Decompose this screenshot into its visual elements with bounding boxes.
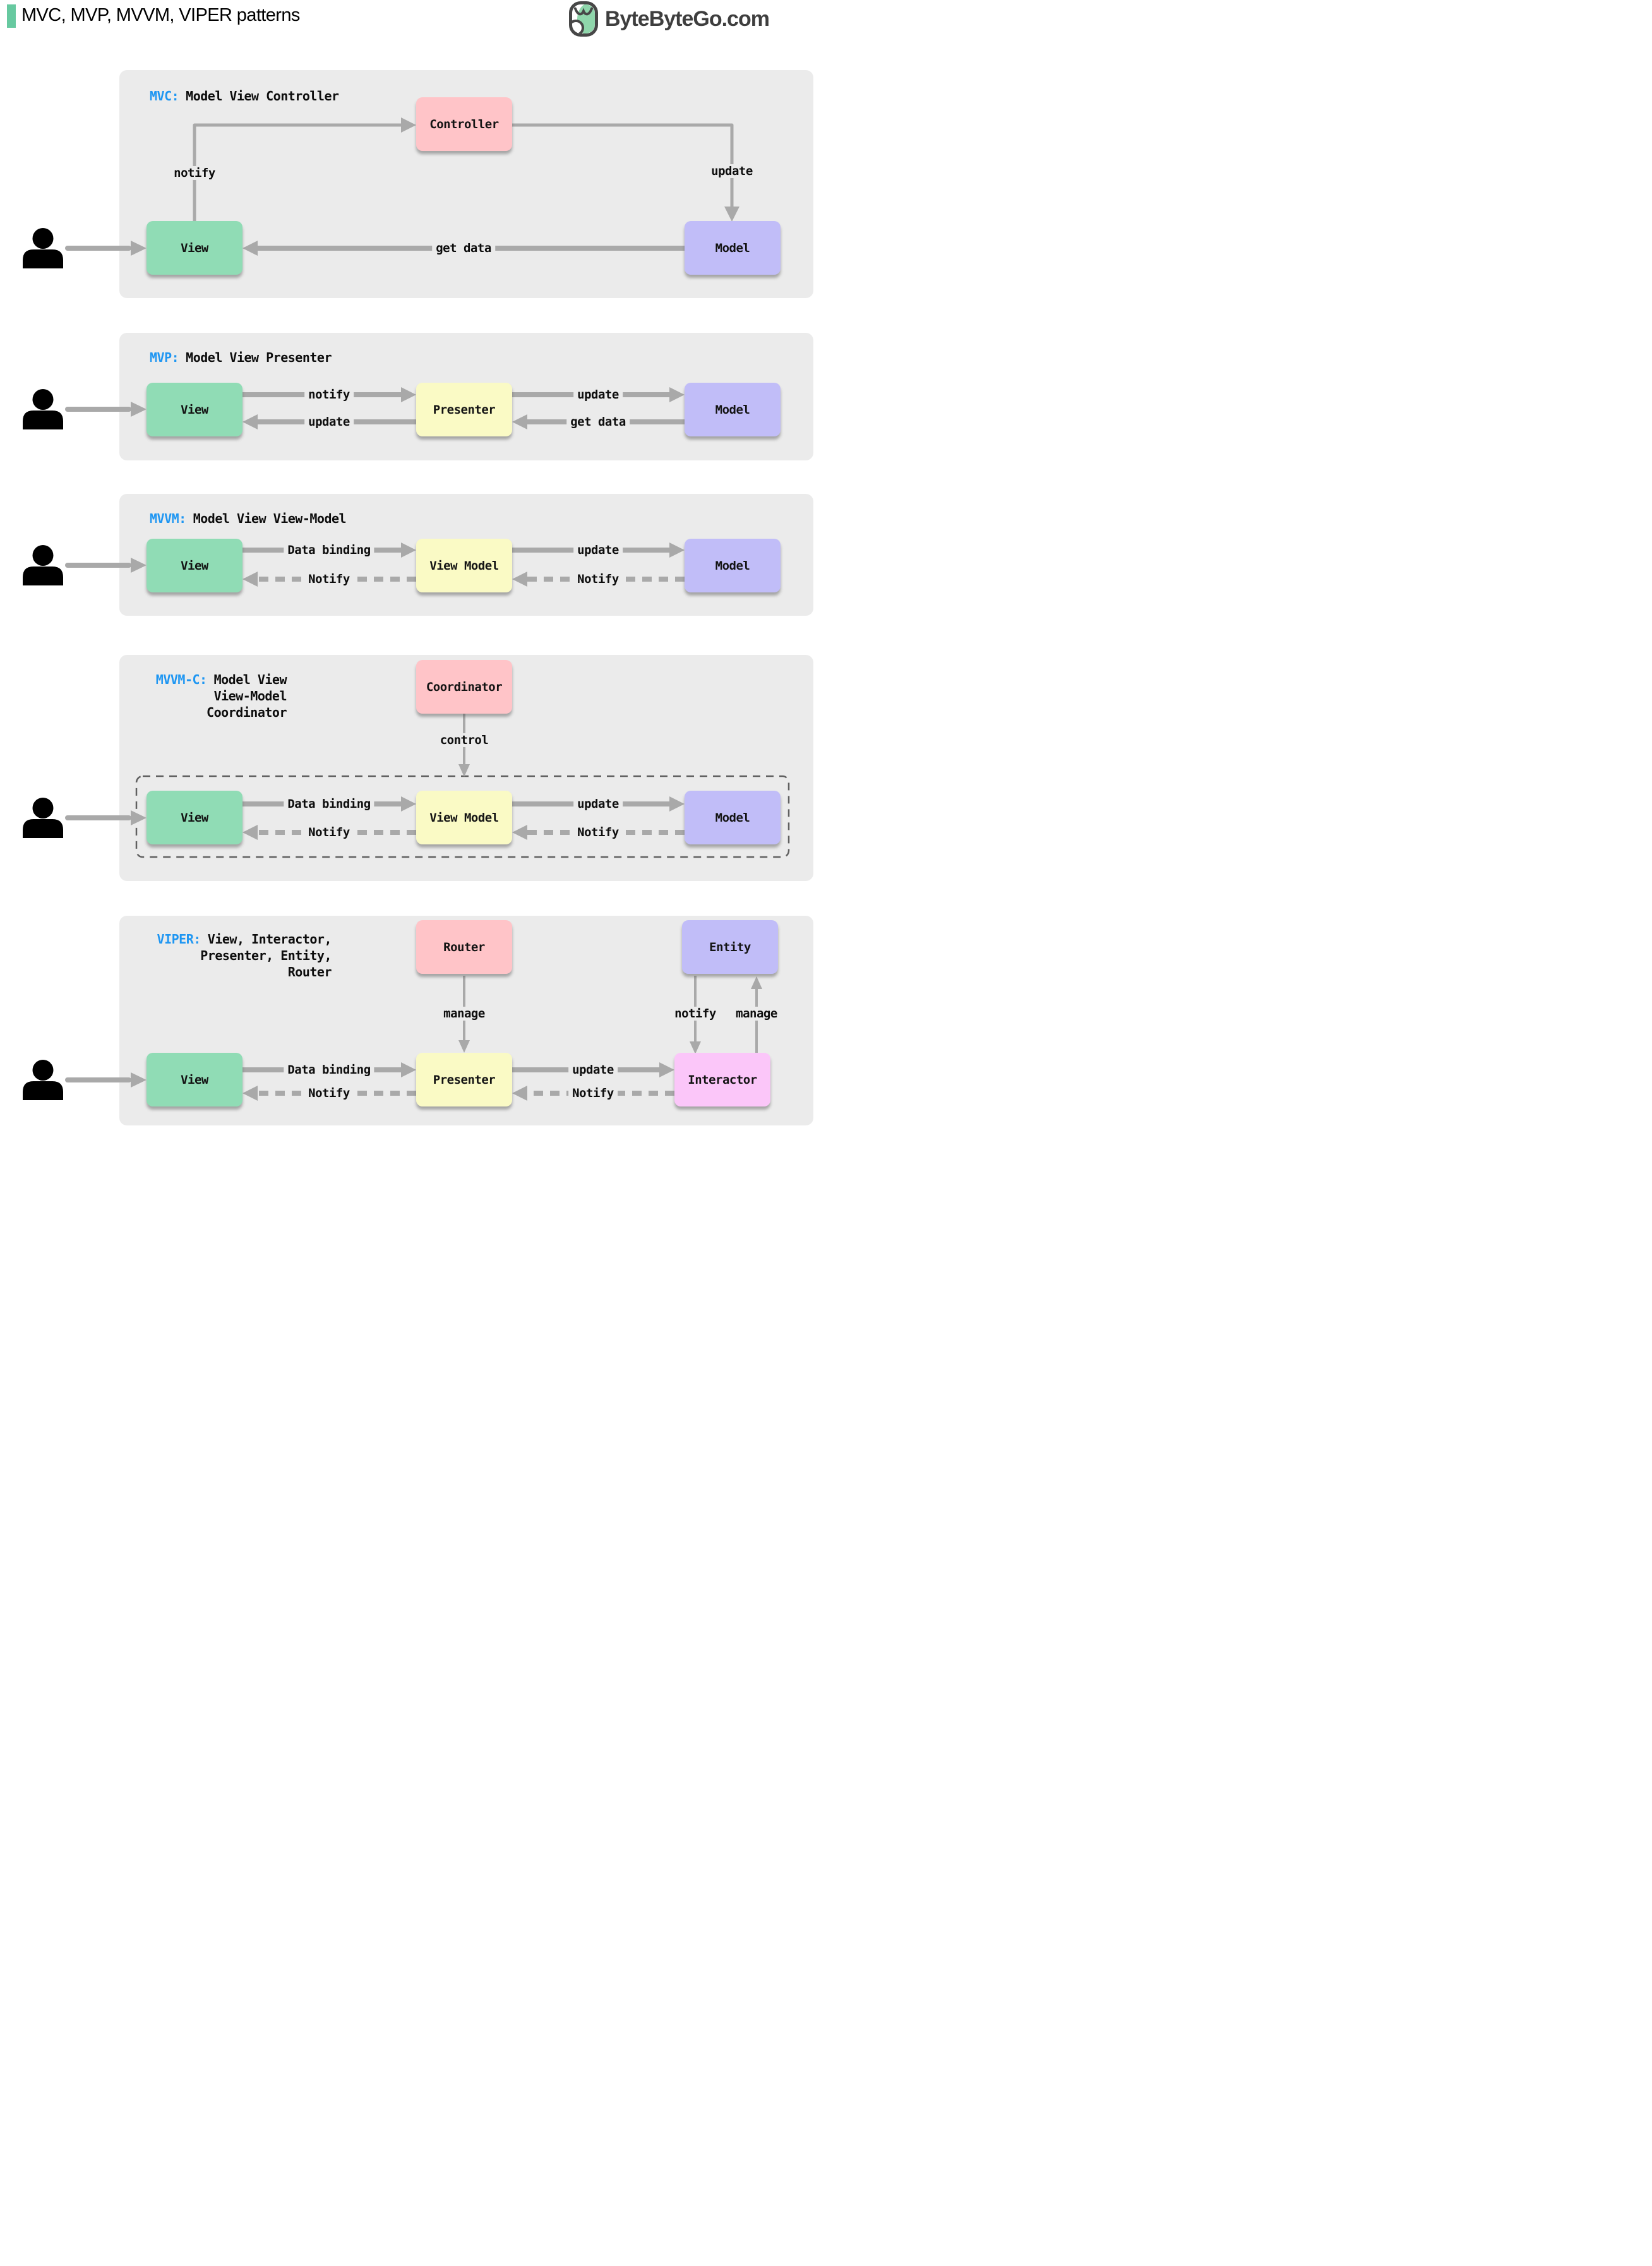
mvc-label-text: Model View Controller <box>186 88 339 104</box>
edge-label-notify: Notify <box>573 825 623 839</box>
user-to-view-arrowhead <box>131 241 147 256</box>
user-to-view-arrowhead <box>131 810 147 825</box>
page: MVC, MVP, MVVM, VIPER patterns ByteByteG… <box>0 0 826 1133</box>
mvp-section-label: MVP: Model View Presenter <box>150 349 332 366</box>
page-title: MVC, MVP, MVVM, VIPER patterns <box>21 5 300 25</box>
title-accent-bar <box>7 4 16 28</box>
bytebytego-logo-text: ByteByteGo.com <box>605 6 770 31</box>
viper-interactor-box: Interactor <box>674 1053 770 1106</box>
panel-viper: VIPER: View, Interactor, Presenter, Entit… <box>119 916 813 1125</box>
mvc-view-box: View <box>147 221 242 275</box>
edge-label-update: update <box>304 415 354 429</box>
mvvm-c-view-model-box: View Model <box>416 791 512 844</box>
mvvm-abbr: MVVM: <box>150 511 186 526</box>
mvvm-c-label-line2: View-Model <box>213 688 287 704</box>
edge-label-update: update <box>573 388 623 402</box>
mvp-model-box: Model <box>685 383 781 436</box>
edge-label-notify: Notify <box>304 825 354 839</box>
edge-label-manage: manage <box>440 1007 489 1021</box>
edge-label-update: update <box>573 543 623 557</box>
user-icon <box>23 545 63 585</box>
mvvm-c-view-box: View <box>147 791 242 844</box>
mvvm-c-abbr: MVVM-C: <box>155 672 207 687</box>
mvp-label-text: Model View Presenter <box>186 350 332 365</box>
user-to-view-arrow <box>65 1077 131 1082</box>
user-icon <box>23 389 63 429</box>
bytebytego-logo: ByteByteGo.com <box>566 0 770 38</box>
viper-label-line3: Router <box>287 964 332 980</box>
panel-mvp: MVP: Model View Presenter notify update u… <box>119 333 813 460</box>
edge-label-notify: Notify <box>568 1086 618 1100</box>
viper-router-box: Router <box>416 920 512 974</box>
edge-label-data-binding: Data binding <box>284 797 374 811</box>
edge-label-notify: Notify <box>573 572 623 586</box>
user-to-view-arrow <box>65 407 131 412</box>
mvvm-section-label: MVVM: Model View View-Model <box>150 510 347 527</box>
edge-label-manage: manage <box>732 1007 781 1021</box>
edge-label-update: update <box>573 797 623 811</box>
edge-label-notify: notify <box>671 1007 720 1021</box>
mvvm-c-label-line1: Model View <box>213 672 287 687</box>
edge-label-data-binding: Data binding <box>284 543 374 557</box>
mvc-controller-box: Controller <box>416 97 512 151</box>
user-icon <box>23 798 63 838</box>
user-to-view-arrowhead <box>131 1072 147 1088</box>
user-to-view-arrow <box>65 246 131 251</box>
edge-label-get-data: get data <box>432 241 495 255</box>
viper-label-line2: Presenter, Entity, <box>200 948 332 963</box>
mvc-section-label: MVC: Model View Controller <box>150 88 339 104</box>
panel-mvvm-c: MVVM-C: Model View View-Model Coordinator… <box>119 655 813 881</box>
mvvm-model-box: Model <box>685 539 781 592</box>
viper-label-line1: View, Interactor, <box>207 932 332 947</box>
user-to-view-arrowhead <box>131 402 147 417</box>
mvc-abbr: MVC: <box>150 88 179 104</box>
mvp-abbr: MVP: <box>150 350 179 365</box>
mvvm-c-label-line3: Coordinator <box>206 705 287 720</box>
mvvm-c-section-label: MVVM-C: Model View View-Model Coordinator <box>156 671 287 721</box>
user-to-view-arrowhead <box>131 558 147 573</box>
user-to-view-arrow <box>65 563 131 568</box>
edge-label-get-data: get data <box>566 415 630 429</box>
edge-label-notify: notify <box>304 388 354 402</box>
user-to-view-arrow <box>65 815 131 820</box>
panel-mvc: MVC:Model View Controller notify update … <box>119 70 813 298</box>
edge-label-data-binding: Data binding <box>284 1063 374 1077</box>
edge-label-notify: notify <box>170 166 219 180</box>
viper-section-label: VIPER: View, Interactor, Presenter, Entit… <box>157 931 332 980</box>
mvvm-view-box: View <box>147 539 242 592</box>
user-icon <box>23 228 63 268</box>
panel-mvvm: MVVM:Model View View-Model Data binding … <box>119 494 813 616</box>
viper-presenter-box: Presenter <box>416 1053 512 1106</box>
edge-label-control: control <box>436 733 493 747</box>
mvp-presenter-box: Presenter <box>416 383 512 436</box>
mvvm-label-text: Model View View-Model <box>193 511 347 526</box>
mvvm-c-model-box: Model <box>685 791 781 844</box>
mvvm-view-model-box: View Model <box>416 539 512 592</box>
edge-label-notify: Notify <box>304 572 354 586</box>
viper-view-box: View <box>147 1053 242 1106</box>
edge-label-update: update <box>707 164 757 178</box>
edge-label-notify: Notify <box>304 1086 354 1100</box>
mvc-model-box: Model <box>685 221 781 275</box>
edge-label-update: update <box>568 1063 618 1077</box>
user-icon <box>23 1060 63 1100</box>
mvp-view-box: View <box>147 383 242 436</box>
mvvm-c-coordinator-box: Coordinator <box>416 660 512 714</box>
viper-entity-box: Entity <box>682 920 778 974</box>
bytebytego-bird-icon <box>569 1 598 37</box>
viper-abbr: VIPER: <box>157 932 201 947</box>
